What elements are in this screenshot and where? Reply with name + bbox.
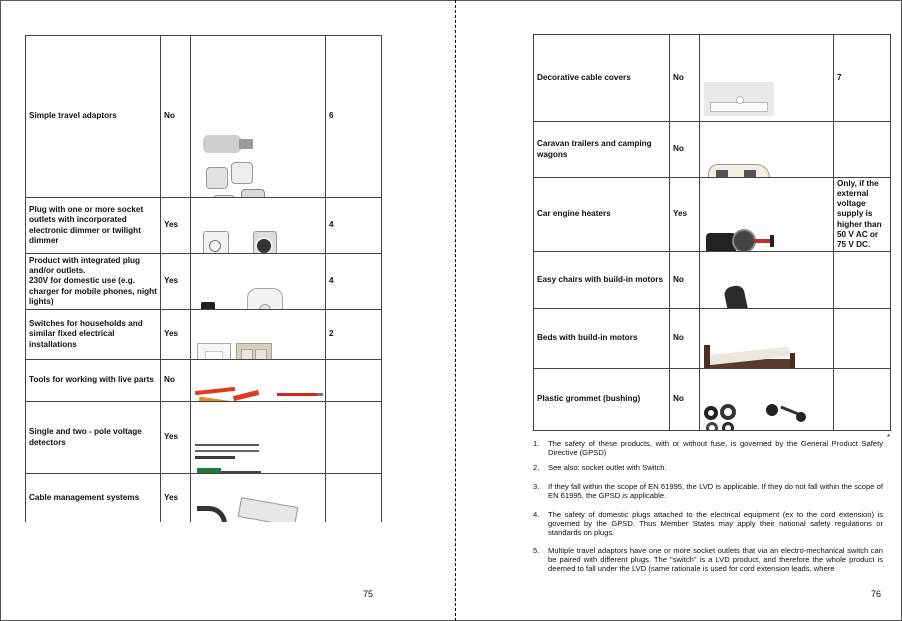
table-row: Single and two - pole voltage detectors …: [25, 401, 382, 474]
footnote-4: 4. The safety of domestic plugs attached…: [533, 510, 883, 537]
travel-adaptors-image: [190, 35, 326, 198]
table-row: Cable management systems Yes: [25, 473, 382, 522]
product-name: Cable management systems: [25, 473, 161, 522]
footnote-text: If they fall within the scope of EN 6199…: [548, 482, 883, 501]
footnote-number: 3.: [533, 482, 540, 491]
note-ref: [833, 368, 891, 431]
applicability: No: [669, 251, 700, 309]
table-row: Plug with one or more socket outlets wit…: [25, 197, 382, 254]
voltage-detector-image: [190, 401, 326, 474]
applicability: No: [669, 368, 700, 431]
applicability: No: [669, 121, 700, 178]
applicability: Yes: [160, 253, 191, 310]
note-ref: 6: [325, 35, 382, 198]
grommet-image: [699, 368, 834, 431]
motor-bed-image: [699, 308, 834, 369]
note-ref: [325, 473, 382, 522]
note-ref: Only, if the external voltage supply is …: [833, 177, 891, 252]
note-ref: 7: [833, 34, 891, 122]
footnote-3: 3. If they fall within the scope of EN 6…: [533, 482, 883, 500]
product-name: Car engine heaters: [533, 177, 670, 252]
right-product-table: Decorative cable covers No 7 Caravan tra…: [533, 34, 891, 431]
applicability: Yes: [160, 309, 191, 360]
table-row: Tools for working with live parts No: [25, 359, 382, 402]
footnote-2: 2. See also: socket outlet with Switch.: [533, 463, 883, 472]
caravan-image: [699, 121, 834, 178]
table-row: Plastic grommet (bushing) No: [533, 368, 891, 431]
table-row: Simple travel adaptors No 6: [25, 35, 382, 198]
applicability: No: [160, 359, 191, 402]
footnote-number: 1.: [533, 439, 540, 448]
table-row: Decorative cable covers No 7: [533, 34, 891, 122]
page-number-right: 76: [871, 589, 882, 599]
note-ref: [325, 359, 382, 402]
page-divider: [455, 0, 456, 621]
insulated-tools-image: [190, 359, 326, 402]
note-ref: [833, 121, 891, 178]
table-row: Car engine heaters Yes Only, if the exte…: [533, 177, 891, 252]
footnote-text: The safety of domestic plugs attached to…: [548, 510, 883, 538]
table-row: Easy chairs with build-in motors No: [533, 251, 891, 309]
cable-cover-image: [699, 34, 834, 122]
product-name: Tools for working with live parts: [25, 359, 161, 402]
product-name: Beds with build-in motors: [533, 308, 670, 369]
footnote-number: 5.: [533, 546, 540, 555]
note-ref: 4: [325, 197, 382, 254]
product-name: Plug with one or more socket outlets wit…: [25, 197, 161, 254]
page-number-left: 75: [363, 589, 374, 599]
applicability: No: [669, 34, 700, 122]
note-ref: 2: [325, 309, 382, 360]
footnote-number: 4.: [533, 510, 540, 519]
note-ref: [833, 251, 891, 309]
wall-switch-image: [190, 309, 326, 360]
table-row: Switches for households and similar fixe…: [25, 309, 382, 360]
footnote-text: Multiple travel adaptors have one or mor…: [548, 546, 883, 574]
applicability: Yes: [160, 473, 191, 522]
plug-charger-image: [190, 253, 326, 310]
product-name: Simple travel adaptors: [25, 35, 161, 198]
footnote-mark: *: [887, 433, 891, 442]
footnote-text: The safety of these products, with or wi…: [548, 439, 883, 458]
applicability: No: [160, 35, 191, 198]
applicability: Yes: [160, 197, 191, 254]
cable-management-image: [190, 473, 326, 522]
product-name: Plastic grommet (bushing): [533, 368, 670, 431]
table-row: Beds with build-in motors No: [533, 308, 891, 369]
product-name: Decorative cable covers: [533, 34, 670, 122]
product-name: Caravan trailers and camping wagons: [533, 121, 670, 178]
footnote-5: 5. Multiple travel adaptors have one or …: [533, 546, 883, 573]
product-name: Easy chairs with build-in motors: [533, 251, 670, 309]
engine-heater-image: [699, 177, 834, 252]
note-ref: 4: [325, 253, 382, 310]
note-ref: [833, 308, 891, 369]
massage-chair-image: [699, 251, 834, 309]
product-name: Single and two - pole voltage detectors: [25, 401, 161, 474]
applicability: No: [669, 308, 700, 369]
applicability: Yes: [669, 177, 700, 252]
table-row: Caravan trailers and camping wagons No: [533, 121, 891, 178]
footnote-text: See also: socket outlet with Switch.: [548, 463, 667, 472]
note-ref: [325, 401, 382, 474]
table-row: Product with integrated plug and/or outl…: [25, 253, 382, 310]
product-name: Product with integrated plug and/or outl…: [25, 253, 161, 310]
product-name: Switches for households and similar fixe…: [25, 309, 161, 360]
left-product-table: Simple travel adaptors No 6 Plug with on…: [25, 35, 382, 522]
footnote-1: 1. The safety of these products, with or…: [533, 439, 883, 457]
dimmer-plug-image: [190, 197, 326, 254]
applicability: Yes: [160, 401, 191, 474]
footnote-number: 2.: [533, 463, 540, 472]
